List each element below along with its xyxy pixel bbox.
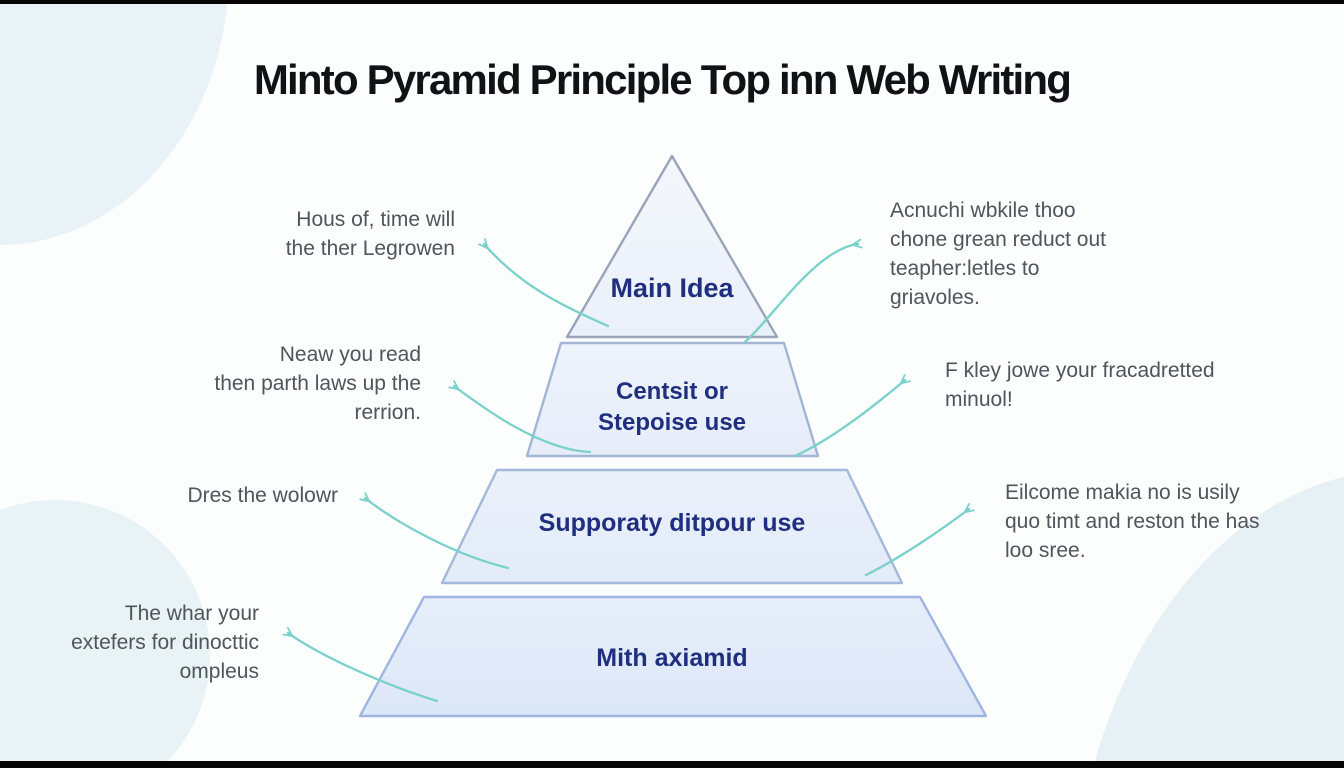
- annotation-line: extefers for dinocttic: [71, 631, 259, 654]
- pyramid-level-1-label-line: Main Idea: [610, 273, 734, 303]
- annotation-line: Acnuchi wbkile thoo: [890, 199, 1076, 222]
- pyramid-level-3-label: Supporaty ditpour use: [472, 509, 872, 537]
- pyramid-level-2-label-line: Stepoise use: [597, 409, 747, 436]
- annotation-line: Hous of, time will: [296, 208, 455, 231]
- annotation-line: The whar your: [124, 602, 259, 625]
- annotation-line: minuol!: [945, 388, 1013, 411]
- arrow-level1-right: [743, 238, 863, 344]
- annotation-line: teapher:letles to: [890, 257, 1040, 280]
- annotation-left-1: Hous of, time will the ther Legrowen: [135, 205, 455, 263]
- arrow-level3-right: [864, 503, 975, 577]
- pyramid-level-2-shape: [525, 341, 820, 458]
- arrow-level2-left: [448, 380, 592, 454]
- annotation-line: loo sree.: [1005, 539, 1086, 562]
- pyramid-level-3-label-line: Supporaty ditpour use: [538, 509, 806, 537]
- pyramid-level-4-label-line: Mith axiamid: [596, 644, 748, 672]
- arrow-level1-left: [478, 238, 610, 328]
- arrow-level4-left: [282, 627, 439, 703]
- annotation-line: Dres the wolowr: [187, 484, 338, 507]
- annotation-right-2: F kley jowe your fracadretted minuol!: [945, 356, 1305, 414]
- pyramid-level-1-shape: [565, 154, 779, 339]
- pyramid-level-1-label: Main Idea: [522, 273, 822, 303]
- annotation-line: then parth laws up the: [214, 372, 421, 395]
- annotation-line: rerrion.: [354, 401, 421, 424]
- arrow-level3-left: [359, 492, 510, 570]
- annotation-line: quo timt and reston the has: [1005, 510, 1260, 533]
- annotation-line: Neaw you read: [279, 343, 421, 366]
- pyramid-level-4-shape: [358, 595, 988, 718]
- annotation-right-1: Acnuchi wbkile thoo chone grean reduct o…: [890, 196, 1190, 312]
- annotation-line: griavoles.: [890, 286, 980, 309]
- annotation-line: Eilcome makia no is usily: [1005, 481, 1240, 504]
- annotation-left-4: The whar your extefers for dinocttic omp…: [0, 599, 259, 686]
- annotation-line: the ther Legrowen: [285, 237, 455, 260]
- annotation-line: chone grean reduct out: [890, 228, 1106, 251]
- letterbox-bar-top: [0, 0, 1344, 4]
- annotation-line: ompleus: [179, 660, 259, 683]
- annotation-left-2: Neaw you read then parth laws up the rer…: [101, 340, 421, 427]
- letterbox-bar-bottom: [0, 761, 1344, 768]
- pyramid-level-3-shape: [440, 468, 904, 585]
- pyramid-level-2-label: Centsit or Stepoise use: [522, 376, 822, 438]
- pyramid-level-4-label: Mith axiamid: [472, 644, 872, 672]
- annotation-line: F kley jowe your fracadretted: [945, 359, 1215, 382]
- arrow-level2-right: [793, 374, 911, 458]
- pyramid-level-2-label-line: Centsit or: [615, 378, 728, 405]
- page-title: Minto Pyramid Principle Top inn Web Writ…: [253, 56, 1072, 103]
- annotation-right-3: Eilcome makia no is usily quo timt and r…: [1005, 478, 1325, 565]
- annotation-left-3: Dres the wolowr: [18, 481, 338, 510]
